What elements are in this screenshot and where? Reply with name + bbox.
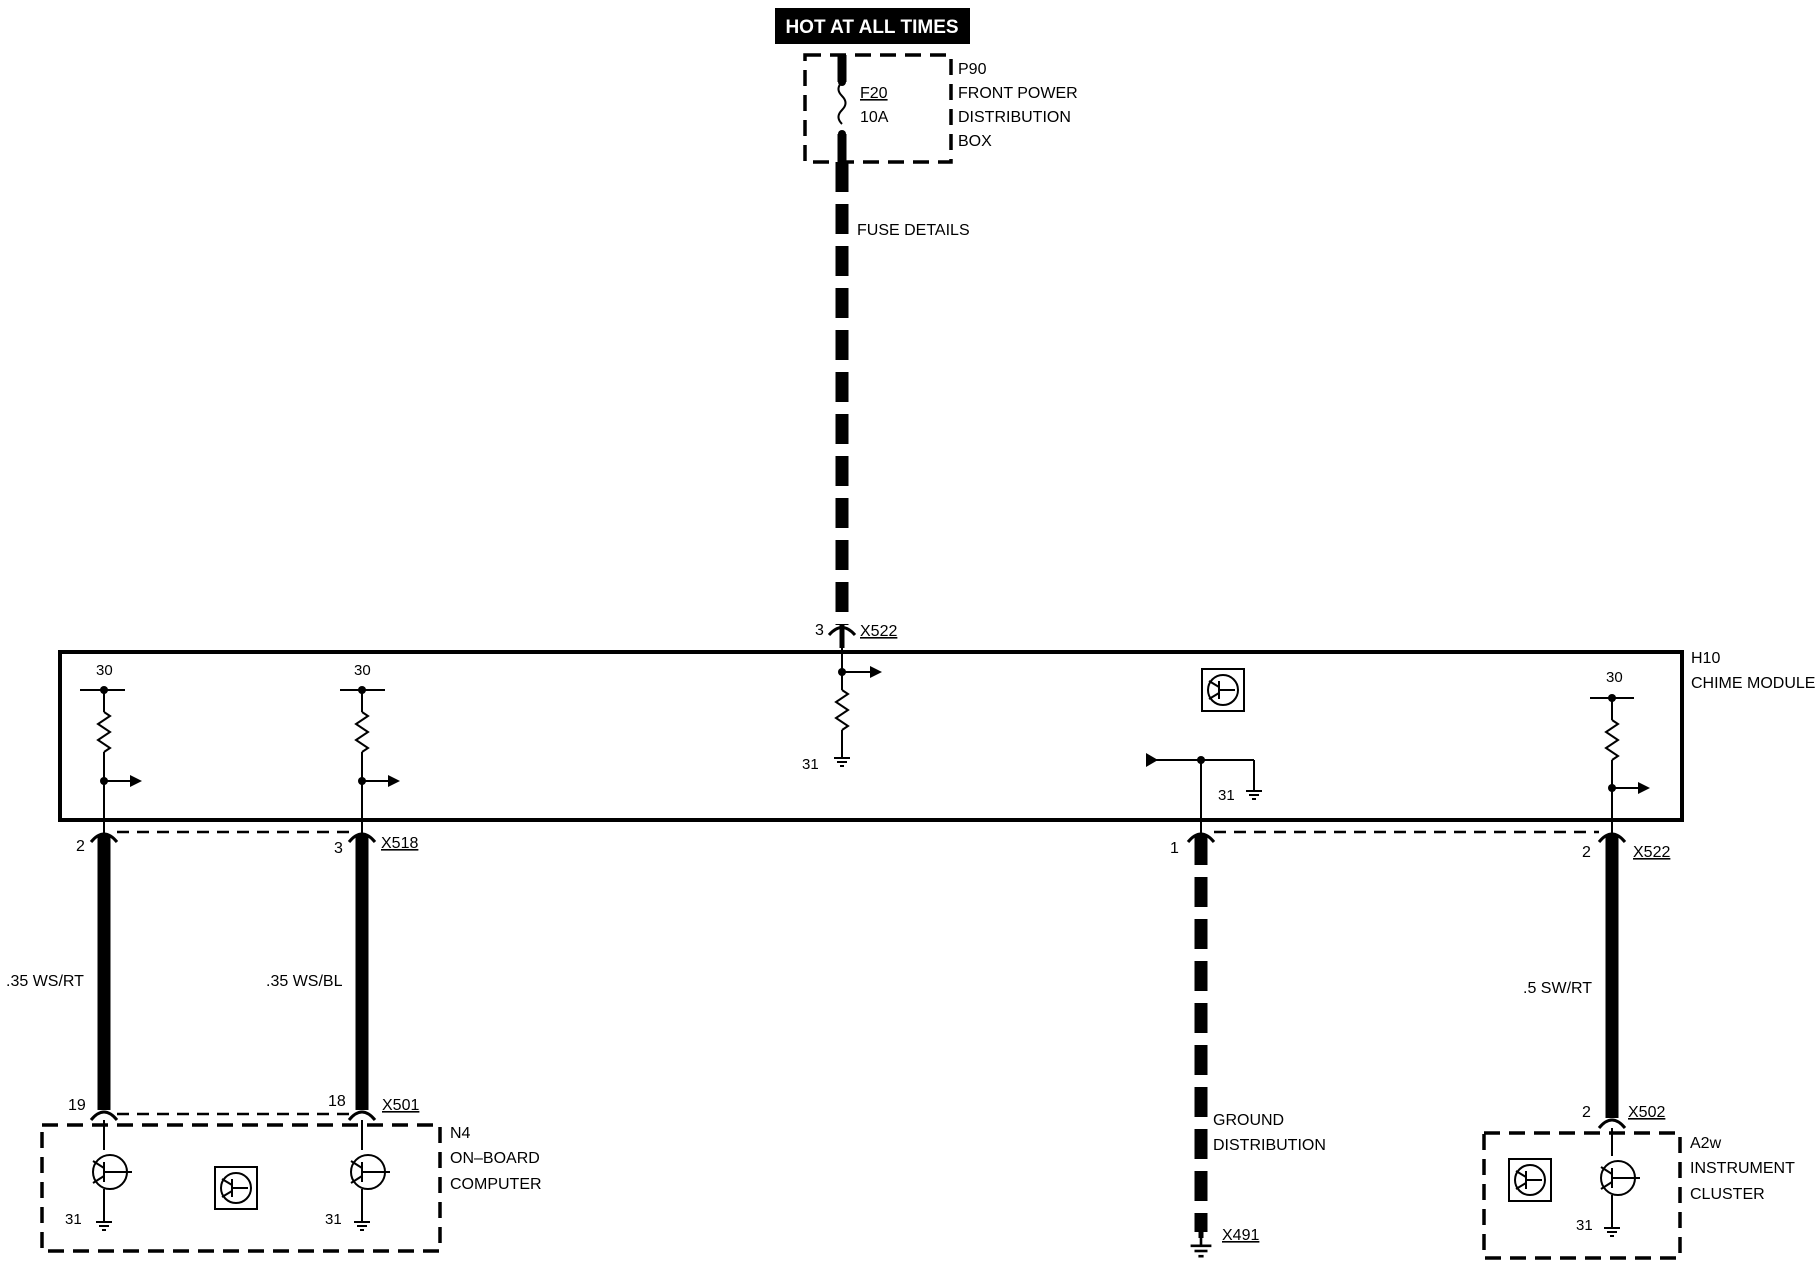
center-ground-pin: 31 xyxy=(802,756,819,773)
connector-x501: X501 xyxy=(382,1097,419,1114)
power-distribution-box-outline xyxy=(803,53,953,164)
top-pin: 3 xyxy=(815,622,824,639)
instrument-cluster-box xyxy=(1482,1131,1682,1260)
ic-id: A2w xyxy=(1690,1135,1722,1152)
obc-transistor-b-icon xyxy=(350,1154,391,1190)
pin-b-label: 3 xyxy=(334,840,343,857)
ground-x491-label: X491 xyxy=(1222,1227,1259,1244)
wire-ws-rt-label: .35 WS/RT xyxy=(6,973,84,990)
chime-module-icon xyxy=(1201,668,1245,712)
ic-ground: 31 xyxy=(1576,1217,1593,1234)
center-resistor xyxy=(834,689,850,731)
ic-line2: CLUSTER xyxy=(1690,1186,1765,1203)
pin-d-label: 2 xyxy=(1582,844,1591,861)
pin-30-left-b: 30 xyxy=(354,662,371,679)
ic-pin: 2 xyxy=(1582,1104,1591,1121)
ic-transistor-icon xyxy=(1600,1160,1641,1196)
connector-x502: X502 xyxy=(1628,1104,1665,1121)
connector-x522-lower: X522 xyxy=(1633,844,1670,861)
box-line2: DISTRIBUTION xyxy=(958,109,1071,126)
right-resistor xyxy=(1604,719,1620,761)
hot-at-all-times-text: HOT AT ALL TIMES xyxy=(785,17,958,38)
obc-line1: ON–BOARD xyxy=(450,1150,540,1167)
obc-module-icon xyxy=(214,1166,258,1210)
fuse-symbol xyxy=(837,81,847,125)
box-line1: FRONT POWER xyxy=(958,85,1078,102)
wire-ws-bl-label: .35 WS/BL xyxy=(266,973,343,990)
obc-ground-a: 31 xyxy=(65,1211,82,1228)
obc-ground-b: 31 xyxy=(325,1211,342,1228)
top-connector: X522 xyxy=(860,623,897,640)
left-resistor-a xyxy=(96,711,112,753)
obc-pin-a: 19 xyxy=(68,1097,86,1114)
onboard-computer-box xyxy=(40,1123,442,1253)
obc-transistor-a-icon xyxy=(92,1154,133,1190)
pin-a-label: 2 xyxy=(76,838,85,855)
right-ground-pin: 31 xyxy=(1218,787,1235,804)
ground-distribution-line2: DISTRIBUTION xyxy=(1213,1137,1326,1154)
chime-module-id: H10 xyxy=(1691,650,1720,667)
left-resistor-b xyxy=(354,711,370,753)
ground-distribution-line1: GROUND xyxy=(1213,1112,1284,1129)
fuse-details-label: FUSE DETAILS xyxy=(857,222,970,239)
pin-30-right: 30 xyxy=(1606,669,1623,686)
ground-x491-icon xyxy=(1189,1236,1213,1258)
chime-module-box xyxy=(58,650,1684,822)
pin-c-label: 1 xyxy=(1170,840,1179,857)
chime-module-name: CHIME MODULE xyxy=(1691,675,1815,692)
obc-id: N4 xyxy=(450,1125,471,1142)
connector-x518: X518 xyxy=(381,835,418,852)
ic-module-icon xyxy=(1508,1158,1552,1202)
obc-pin-b: 18 xyxy=(328,1093,346,1110)
wire-sw-rt-label: .5 SW/RT xyxy=(1523,980,1592,997)
hot-at-all-times-banner xyxy=(775,8,970,44)
box-line3: BOX xyxy=(958,133,992,150)
box-id: P90 xyxy=(958,61,987,78)
fuse-rating: 10A xyxy=(860,109,889,126)
fuse-name: F20 xyxy=(860,85,888,102)
pin-30-left-a: 30 xyxy=(96,662,113,679)
ic-line1: INSTRUMENT xyxy=(1690,1160,1795,1177)
obc-line2: COMPUTER xyxy=(450,1176,542,1193)
